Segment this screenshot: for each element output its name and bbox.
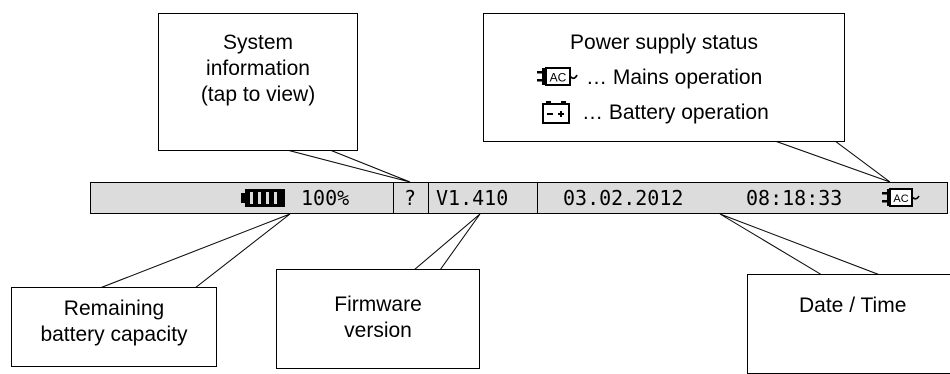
time-display: 08:18:33 [746, 186, 843, 210]
battery-capacity-line-1: Remaining [63, 297, 165, 320]
mains-plug-icon: AC [882, 188, 920, 207]
battery-icon[interactable] [241, 188, 287, 208]
mains-plug-icon: AC [537, 67, 578, 86]
battery-capacity-line-2: battery capacity [40, 323, 188, 346]
separator [428, 183, 429, 213]
separator [537, 183, 538, 213]
system-info-callout: System information (tap to view) [158, 13, 358, 151]
date-display: 03.02.2012 [563, 186, 684, 210]
system-info-pointer [286, 149, 411, 183]
battery-operation-icon [542, 101, 570, 124]
battery-legend-row: … Battery operation [484, 100, 844, 126]
firmware-callout: Firmware version [276, 269, 480, 369]
status-bar: 100% ? V1.410 03.02.2012 08:18:33 AC [90, 182, 948, 214]
separator [393, 183, 394, 213]
battery-legend-text: … Battery operation [582, 101, 769, 124]
power-supply-callout: Power supply status AC … Mains operation… [483, 13, 845, 142]
system-info-line-1: System [222, 31, 293, 54]
system-info-line-3: (tap to view) [200, 83, 316, 106]
datetime-callout: Date / Time [747, 274, 950, 374]
datetime-label: Date / Time [799, 294, 907, 317]
firmware-line-1: Firmware [334, 293, 422, 316]
power-supply-title: Power supply status [570, 31, 758, 54]
battery-percent: 100% [301, 186, 350, 210]
battery-capacity-pointer [99, 213, 291, 289]
battery-capacity-callout: Remaining battery capacity [11, 287, 217, 367]
system-info-button[interactable]: ? [404, 186, 417, 210]
datetime-pointer [719, 213, 881, 276]
mains-legend-text: … Mains operation [586, 66, 763, 89]
firmware-pointer [412, 213, 481, 271]
firmware-version: V1.410 [436, 186, 509, 210]
mains-legend-row: AC … Mains operation [484, 65, 844, 91]
svg-text:AC: AC [550, 71, 567, 85]
system-info-line-2: information [206, 57, 310, 80]
firmware-line-2: version [344, 319, 412, 342]
power-supply-pointer [774, 140, 891, 183]
svg-text:AC: AC [893, 193, 908, 205]
